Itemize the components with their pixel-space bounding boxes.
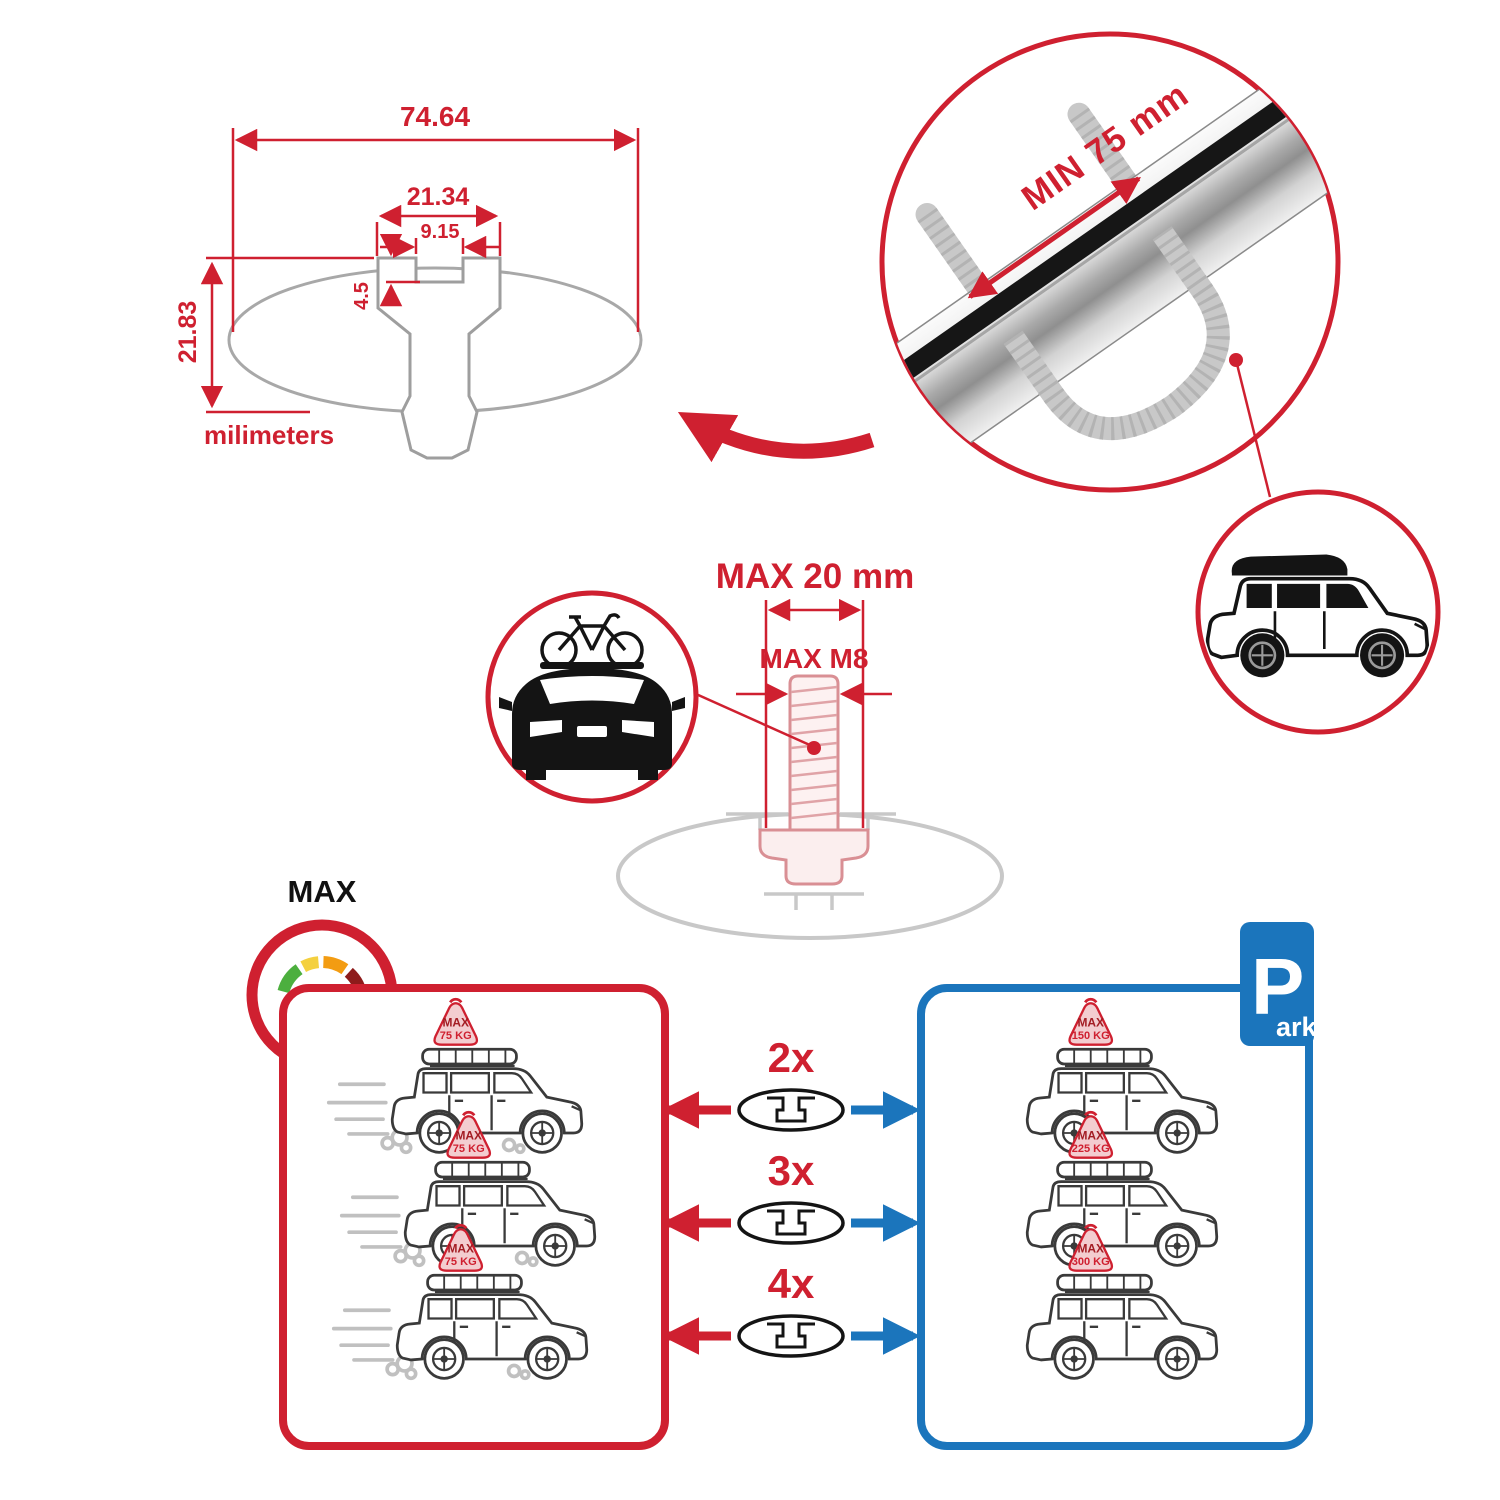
parking-panel: MAX 150 KG MAX 225 KG MAX 300 KG P xyxy=(917,922,1318,1450)
count-label: 3x xyxy=(768,1147,815,1194)
car-front-illustration xyxy=(499,662,685,780)
load-sign: MAX 75 KG xyxy=(438,1223,484,1273)
units-label: milimeters xyxy=(204,420,334,450)
bar-detail-circle: MIN 75 mm xyxy=(771,31,1341,532)
driving-panel: MAX 75 KG MAX 75 KG MAX 75 KG xyxy=(279,984,669,1450)
bolt-dimension-lines xyxy=(736,598,892,828)
count-label: 2x xyxy=(768,1034,815,1081)
bar-count-column: 2x 3x 4x xyxy=(661,1034,921,1358)
load-sign: MAX 300 KG xyxy=(1068,1223,1114,1273)
driving-car-3: MAX 75 KG xyxy=(331,1223,589,1381)
load-sign-max: MAX xyxy=(442,1015,469,1029)
park-sign: P ark xyxy=(1240,922,1318,1046)
zoom-arrow xyxy=(677,412,875,463)
bolt-callout-line xyxy=(695,692,813,748)
count-label: 4x xyxy=(768,1260,815,1307)
suv-roofbox-illustration xyxy=(1205,554,1430,678)
clamp-strap-front xyxy=(1003,226,1230,441)
parked-car-3: MAX 300 KG xyxy=(1025,1223,1219,1380)
dim-lip-height: 4.5 xyxy=(351,282,373,310)
load-sign-max: MAX xyxy=(447,1241,474,1255)
car-front-bike-circle xyxy=(485,590,699,804)
bolt-spec-drawing: MAX 20 mm MAX M8 xyxy=(616,557,1004,940)
load-sign-max: MAX xyxy=(455,1128,482,1142)
dim-slot-width: 21.34 xyxy=(407,183,470,211)
dim-total-width: 74.64 xyxy=(400,101,470,132)
car-roofbox-circle xyxy=(1195,489,1441,735)
parked-car-1: MAX 150 KG xyxy=(1025,997,1219,1154)
dim-total-height: 21.83 xyxy=(174,301,202,364)
crossbar-section-icon xyxy=(737,1201,845,1245)
dimension-lines xyxy=(200,128,640,414)
park-sign-p: P xyxy=(1251,942,1304,1031)
crossbar-section-icon xyxy=(737,1088,845,1132)
bar-end-cap xyxy=(771,404,882,532)
bar-count-row-2: 3x xyxy=(661,1147,921,1245)
load-sign-value: 225 KG xyxy=(1072,1143,1110,1155)
t-slot-profile xyxy=(376,256,502,460)
cross-section-dimension-drawing: 74.64 21.34 9.15 4.5 21.83 milimeters xyxy=(174,101,643,460)
speed-max-label: MAX xyxy=(288,874,357,909)
load-sign: MAX 75 KG xyxy=(446,1110,492,1160)
t-bolt xyxy=(758,674,870,886)
roof-box xyxy=(1231,554,1348,576)
bolt-callout-dot xyxy=(807,741,821,755)
load-sign: MAX 225 KG xyxy=(1068,1110,1114,1160)
bar-count-row-3: 4x xyxy=(661,1260,921,1358)
load-sign-max: MAX xyxy=(1077,1241,1104,1255)
load-sign-value: 75 KG xyxy=(440,1030,472,1042)
dim-opening-width: 9.15 xyxy=(421,221,460,243)
bar-count-row-1: 2x xyxy=(661,1034,921,1132)
load-sign-value: 75 KG xyxy=(453,1143,485,1155)
bolt-max-width-label: MAX 20 mm xyxy=(716,557,914,596)
callout-line xyxy=(1234,359,1272,498)
driving-car-2: MAX 75 KG xyxy=(339,1110,597,1268)
bolt-max-thread-label: MAX M8 xyxy=(760,643,869,674)
min-span-arrow xyxy=(967,176,1141,299)
load-sign-max: MAX xyxy=(1077,1015,1104,1029)
park-sign-ark: ark xyxy=(1276,1012,1318,1042)
crossbar-section-icon xyxy=(737,1314,845,1358)
load-sign: MAX 150 KG xyxy=(1068,997,1114,1047)
load-sign-value: 75 KG xyxy=(445,1256,477,1268)
load-sign-max: MAX xyxy=(1077,1128,1104,1142)
load-sign: MAX 75 KG xyxy=(433,997,479,1047)
load-sign-value: 150 KG xyxy=(1072,1030,1110,1042)
driving-car-1: MAX 75 KG xyxy=(326,997,584,1155)
load-sign-value: 300 KG xyxy=(1072,1256,1110,1268)
parked-car-2: MAX 225 KG xyxy=(1025,1110,1219,1267)
